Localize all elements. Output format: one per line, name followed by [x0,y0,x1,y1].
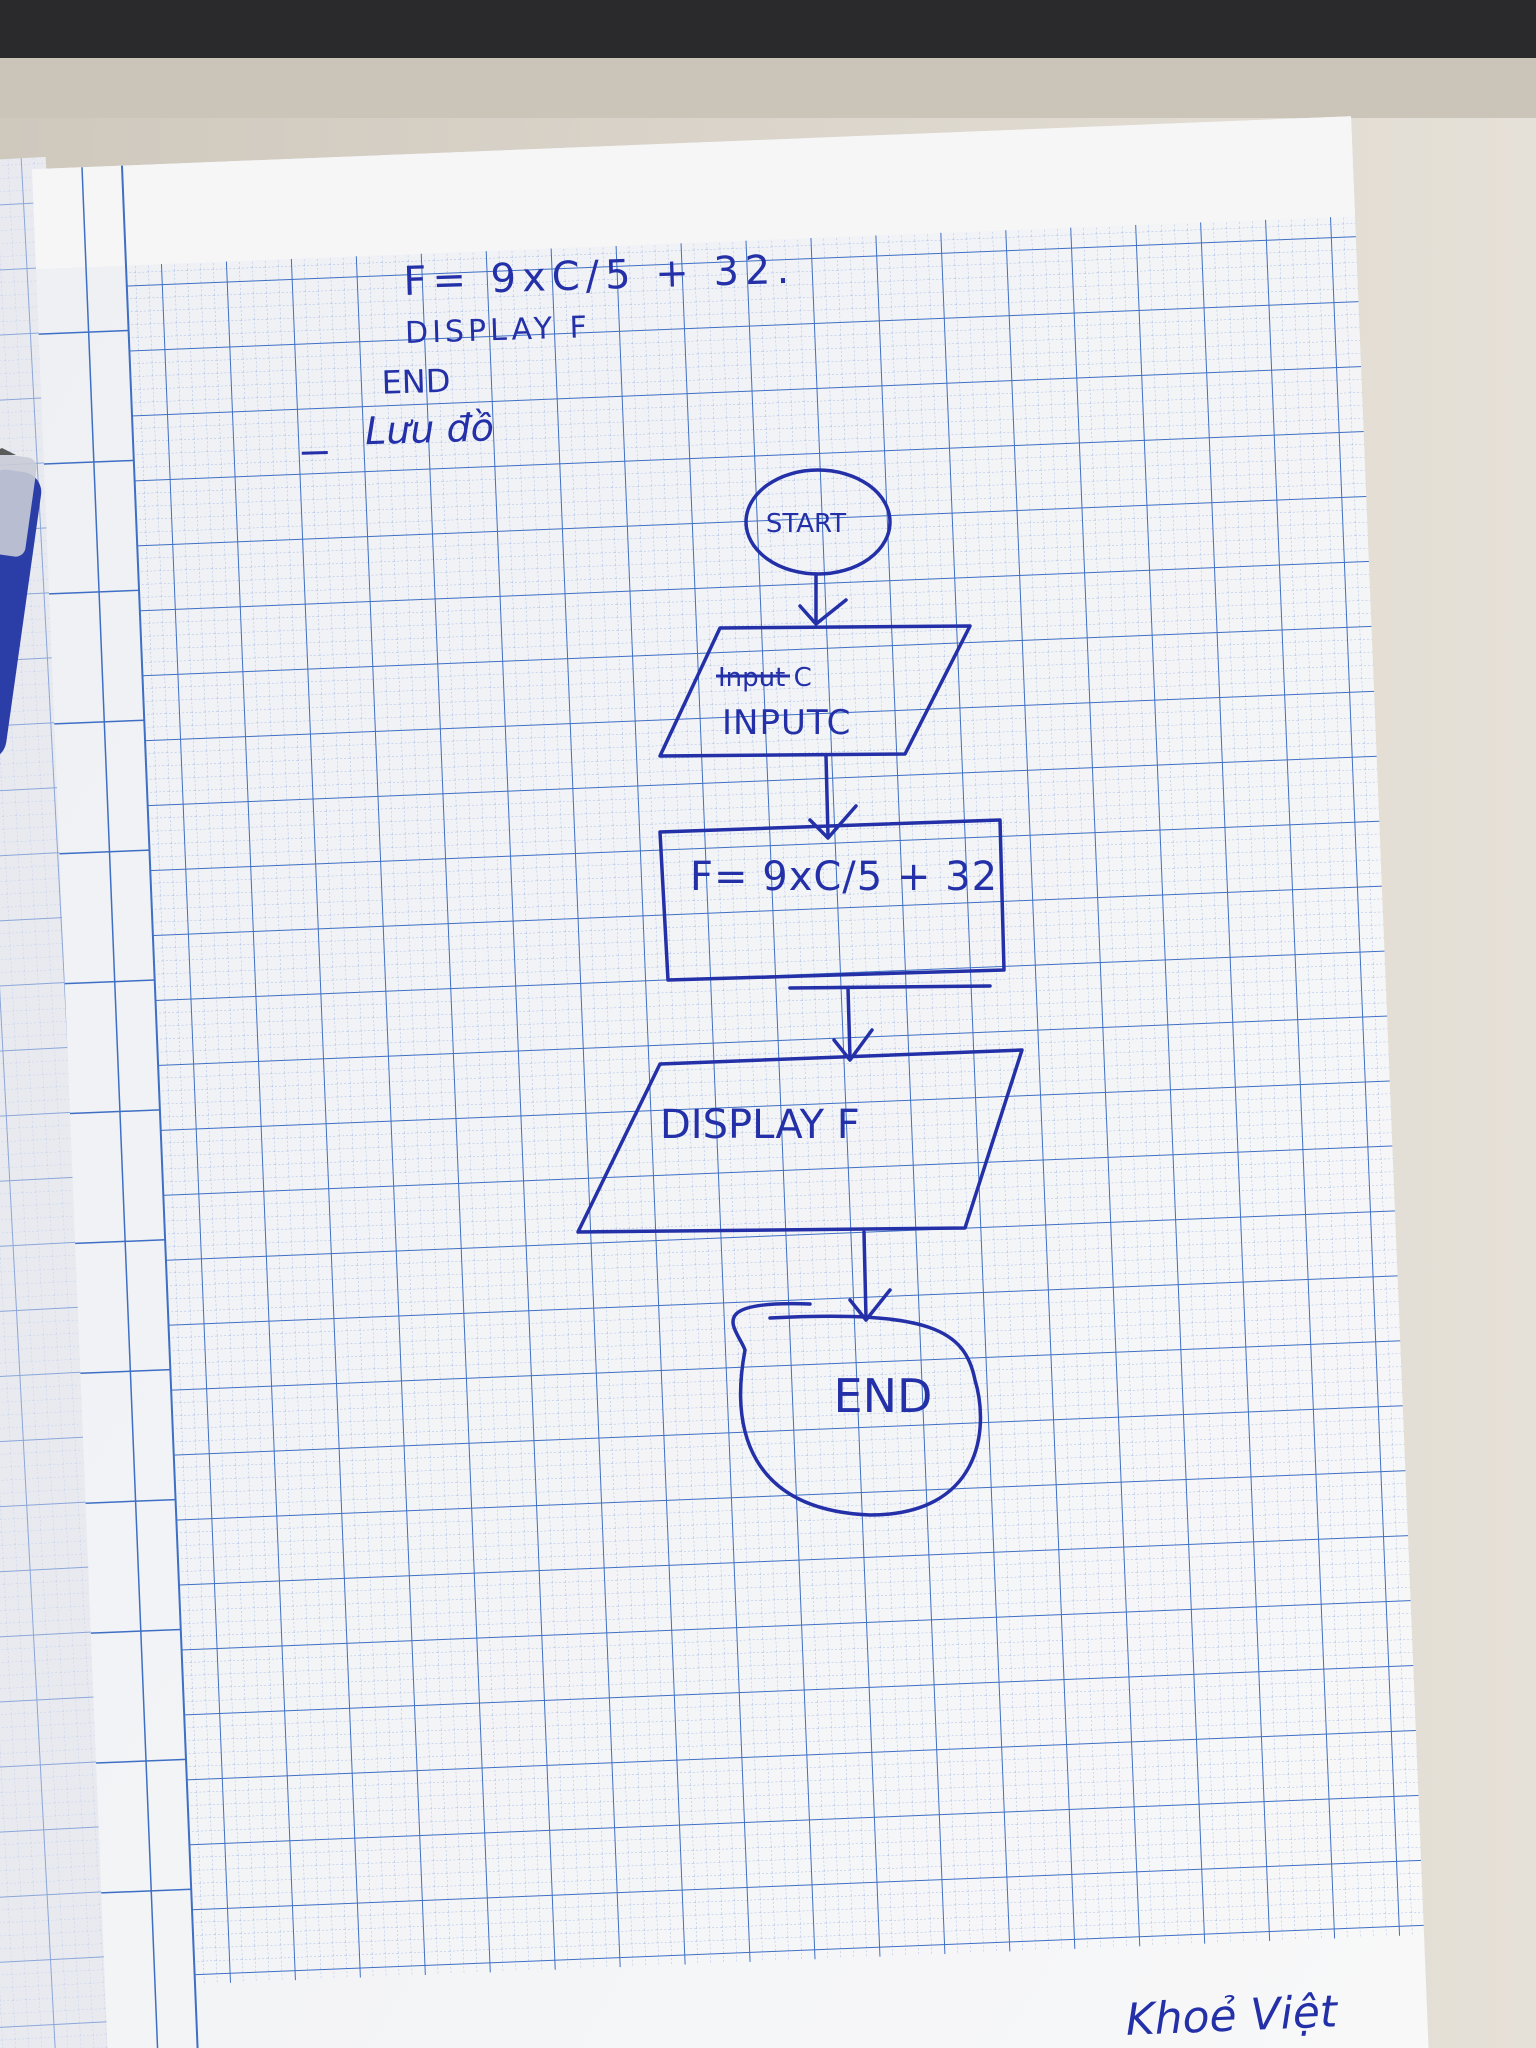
note-line-2: DISPLAY F [405,310,592,351]
note-line-3: END [381,362,451,402]
left-page [0,156,148,2048]
process-rectangle [658,818,1006,982]
input-label: INPUTC [722,703,851,743]
arrow-output-end [862,1230,868,1320]
input-label-struck: Input C [718,663,812,693]
end-label: END [834,1369,933,1423]
flowchart [576,468,1024,1517]
output-label: DISPLAY F [660,1102,860,1148]
pen [0,448,42,760]
note-line-4: Lưu đồ [364,405,494,453]
process-label: F= 9xC/5 + 32 [690,854,998,900]
input-parallelogram [658,624,972,758]
start-label: START [766,509,846,539]
arrow-process-output [846,986,852,1060]
notebook-page: Khoẻ Việt [32,116,1430,2048]
start-terminal [744,468,892,576]
footer-text: Khoẻ Việt [1125,1986,1340,2046]
end-terminal [731,1301,983,1517]
output-parallelogram [576,1048,1024,1234]
arrow-input-process [824,754,830,838]
dark-top-edge [0,0,1536,58]
flowchart-labels: START Input C INPUTC F= 9xC/5 + 32 DISPL… [660,509,998,1423]
graph-grid [125,216,1425,1985]
